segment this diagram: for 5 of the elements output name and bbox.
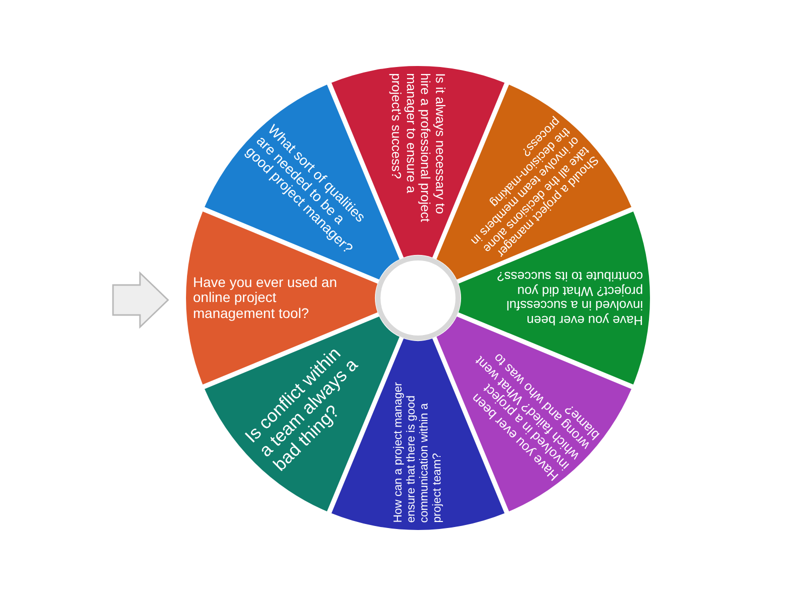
question-text: Have you ever been involved in a successful project? What did you contribute to its success? bbox=[496, 269, 643, 328]
question-text: How can a project manager ensure that there is good communication within a project team? bbox=[392, 381, 444, 523]
question-text: Have you ever used an online project management tool? bbox=[193, 274, 338, 322]
wheel-hub bbox=[376, 256, 460, 340]
question-text: Is it always necessary to hire a professional project manager to ensure a project's success? bbox=[388, 73, 448, 224]
